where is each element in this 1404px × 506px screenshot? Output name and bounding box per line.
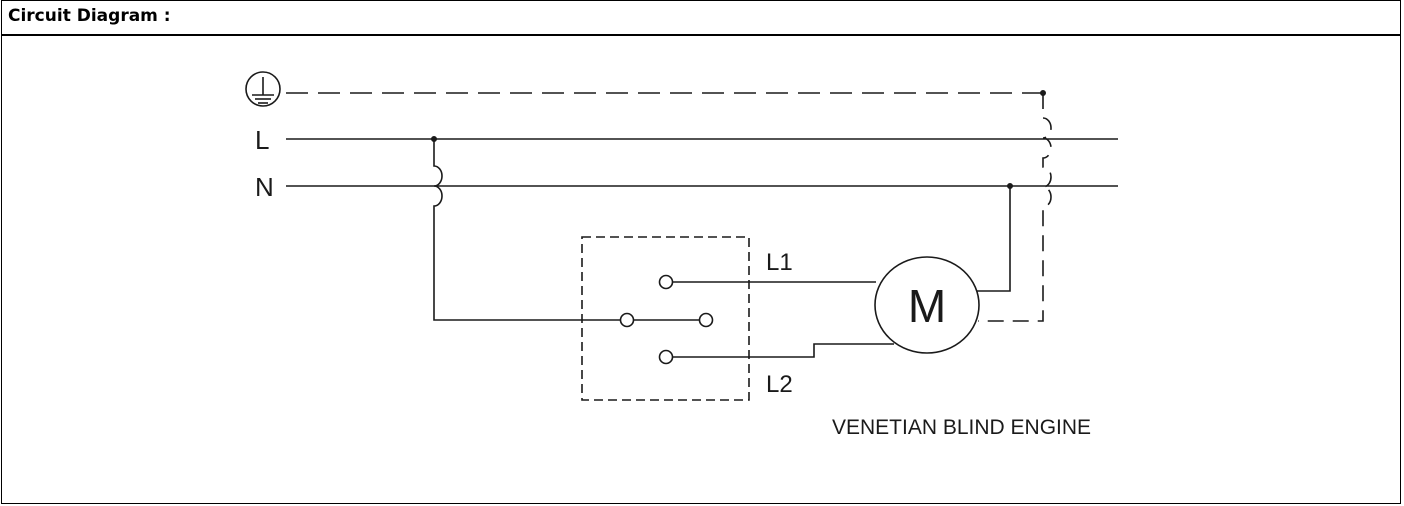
diagram-caption: VENETIAN BLIND ENGINE [832,416,1091,439]
output-L2-wire [673,343,894,358]
label-output-L2: L2 [766,371,793,398]
switch-contact-right [698,312,714,328]
motor-symbol [874,256,980,354]
label-line-L: L [255,125,269,155]
label-neutral-N: N [255,172,274,202]
header-bar: Circuit Diagram : [2,1,1400,36]
earth-icon [245,71,281,107]
label-motor: M [908,280,946,332]
page-title: Circuit Diagram : [8,6,171,26]
label-output-L1: L1 [766,249,793,276]
switch-contact-bottom [658,349,674,365]
switch-box [581,236,750,401]
earth-drop-wire [978,93,1052,322]
switch-contact-top [658,274,674,290]
motor-neutral-wire [977,186,1011,292]
switch-contact-common [619,312,635,328]
switch-feed-wire [433,139,620,321]
